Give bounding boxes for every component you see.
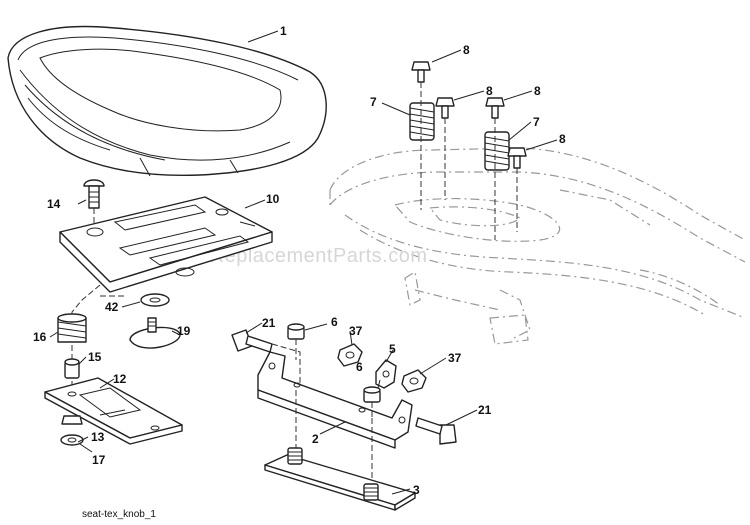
spring-7-right xyxy=(484,131,510,171)
assembly-line-springs xyxy=(420,82,518,240)
seat-cushion xyxy=(7,25,327,177)
callout-8-d: 8 xyxy=(559,132,566,146)
callout-2: 2 xyxy=(312,432,319,446)
mounting-bracket xyxy=(257,351,413,449)
callout-8-a: 8 xyxy=(463,43,470,57)
bolt-21-right xyxy=(415,417,457,445)
base-plate xyxy=(264,447,416,511)
leader-lines xyxy=(49,30,558,495)
watermark-text: eReplacementParts.com xyxy=(198,245,427,267)
bolt-8-a xyxy=(411,61,431,83)
callout-5: 5 xyxy=(389,342,396,356)
washer-42 xyxy=(140,293,170,307)
spacer-6-mid xyxy=(363,386,381,403)
callout-8-c: 8 xyxy=(534,84,541,98)
callout-15: 15 xyxy=(88,350,102,364)
callout-21-right: 21 xyxy=(478,403,492,417)
latch-5 xyxy=(375,359,397,389)
bolt-21-left xyxy=(231,329,273,353)
callout-7-right: 7 xyxy=(533,115,540,129)
callout-6-mid: 6 xyxy=(356,360,363,374)
callout-12: 12 xyxy=(113,372,127,386)
callout-8-b: 8 xyxy=(486,84,493,98)
callout-3: 3 xyxy=(413,483,420,497)
callout-21-left: 21 xyxy=(262,316,276,330)
assembly-line-left xyxy=(71,208,125,410)
nut-37-right xyxy=(401,369,427,393)
callouts: 1 2 3 5 6 6 7 7 8 8 8 8 10 12 13 14 15 1… xyxy=(33,24,566,497)
nut-37-left xyxy=(337,343,363,367)
callout-10: 10 xyxy=(266,192,280,206)
callout-42: 42 xyxy=(105,300,119,314)
spring-16 xyxy=(57,313,87,343)
callout-19: 19 xyxy=(177,324,191,338)
callout-1: 1 xyxy=(280,24,287,38)
spacer-15 xyxy=(64,358,80,379)
slide-plate xyxy=(44,377,183,445)
knob xyxy=(129,317,181,349)
callout-17: 17 xyxy=(92,453,106,467)
callout-37-right: 37 xyxy=(448,351,462,365)
carriage-bolt xyxy=(83,179,105,209)
callout-13: 13 xyxy=(91,430,105,444)
callout-37-left: 37 xyxy=(349,324,363,338)
spacer-6-top xyxy=(287,323,305,340)
bolt-8-b xyxy=(435,97,455,119)
nut-and-washer xyxy=(60,415,84,446)
callout-6-top: 6 xyxy=(331,315,338,329)
assembly-line-bracket xyxy=(271,339,373,490)
seat-pan xyxy=(59,196,273,293)
diagram-caption: seat-tex_knob_1 xyxy=(82,509,156,520)
spring-7-left xyxy=(409,102,435,141)
ghost-frame xyxy=(329,147,746,345)
bolt-8-d xyxy=(507,147,527,169)
callout-16: 16 xyxy=(33,330,47,344)
callout-14: 14 xyxy=(47,197,61,211)
callout-7-left: 7 xyxy=(370,95,377,109)
bolt-8-c xyxy=(485,97,505,119)
